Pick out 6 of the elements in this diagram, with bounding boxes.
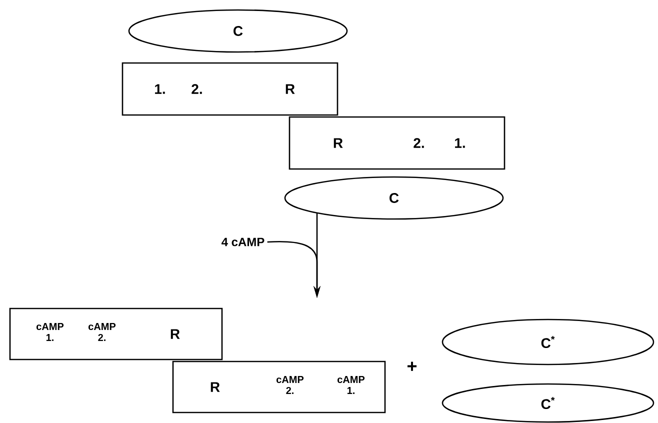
plus-sign: + <box>408 362 417 371</box>
label: 4 cAMP <box>222 238 264 246</box>
subunit-box: cAMP 1. cAMP 2. R <box>9 308 223 360</box>
subunit-box: R 2. 1. <box>288 116 506 170</box>
subunit-box: 1. 2. R <box>122 62 338 116</box>
subunit-box: R cAMP 2. cAMP 1. <box>172 360 386 414</box>
